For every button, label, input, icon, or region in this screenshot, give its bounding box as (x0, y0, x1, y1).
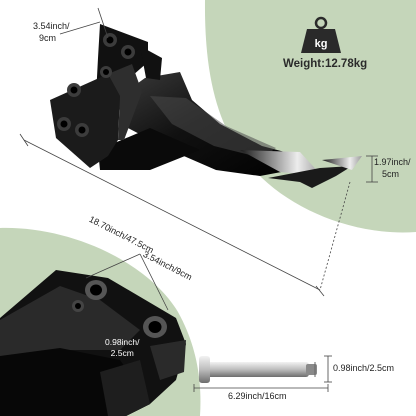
mounting-bracket (50, 24, 162, 168)
kg-icon-text: kg (315, 38, 328, 50)
bracket-holes (57, 33, 135, 137)
hole-label: 0.98inch/ 2.5cm (105, 337, 140, 359)
top-width-inch: 3.54inch/ (33, 21, 70, 31)
hole-inch: 0.98inch/ (105, 337, 140, 347)
kg-weight-icon: kg (301, 16, 341, 53)
green-arc-top (204, 0, 416, 233)
weight-label: Weight:12.78kg (283, 58, 368, 70)
ripper-shank (98, 72, 362, 188)
dimension-lines (19, 7, 378, 392)
tooth-inch: 1.97inch/ (374, 157, 411, 167)
tooth-cm: 5cm (382, 169, 400, 179)
top-width-cm: 9cm (39, 33, 57, 43)
pin-length-label: 6.29inch/16cm (228, 391, 287, 401)
hole-cm: 2.5cm (110, 348, 134, 358)
tooth-label: 1.97inch/ 5cm (374, 156, 411, 180)
pin-diameter-label: 0.98inch/2.5cm (333, 363, 395, 373)
top-width-label: 3.54inch/ 9cm (33, 20, 70, 44)
pin (199, 356, 317, 383)
bracket-closeup (0, 270, 186, 416)
